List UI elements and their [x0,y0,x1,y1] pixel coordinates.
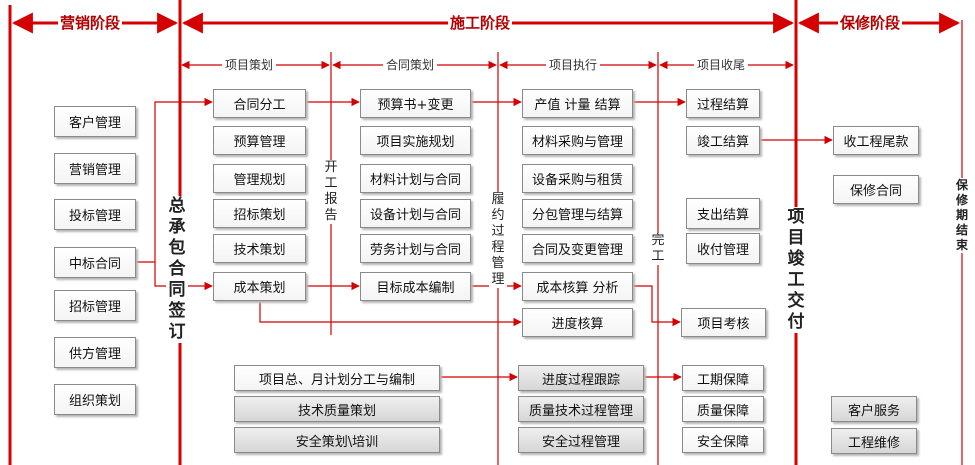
box-progress-accounting: 进度核算 [522,308,633,337]
box-payment-management: 收付管理 [686,233,760,264]
box-expense-settlement: 支出结算 [686,198,760,229]
phase-marketing-label: 营销阶段 [58,12,123,34]
box-material-procurement: 材料采购与管理 [522,126,633,155]
box-process-settlement: 过程结算 [686,89,760,118]
box-subcontract-management: 分包管理与结算 [522,199,633,228]
box-organization-planning: 组织策划 [54,384,136,415]
box-marketing-management: 营销管理 [54,153,136,184]
phase-warranty-label: 保修阶段 [838,12,903,34]
phase-construction-label: 施工阶段 [448,12,513,34]
box-safety-process: 安全过程管理 [518,427,644,453]
box-implementation-plan: 项目实施规划 [360,126,471,155]
box-safety-plan-training: 安全策划\培训 [234,427,440,453]
box-quality-guarantee: 质量保障 [682,396,764,422]
box-tender-management: 招标管理 [54,290,136,321]
box-tender-plan: 招标策划 [213,199,306,228]
box-cost-plan: 成本策划 [213,272,306,301]
box-quality-tech-process: 质量技术过程管理 [518,396,644,422]
box-schedule-planning: 项目总、月计划分工与编制 [234,365,440,391]
box-budget-management: 预算管理 [213,126,306,155]
box-contract-change: 合同及变更管理 [522,234,633,263]
subphase-contract-planning: 合同策划 [383,57,438,73]
subphase-project-execution: 项目执行 [546,57,601,73]
milestone-contract-sign: 总承包合同签订 [166,196,188,343]
box-progress-tracking: 进度过程跟踪 [518,365,644,391]
box-schedule-guarantee: 工期保障 [682,365,764,391]
box-project-assessment: 项目考核 [681,308,766,337]
box-completion-settlement: 竣工结算 [686,126,760,155]
box-safety-guarantee: 安全保障 [682,427,764,453]
box-management-plan: 管理规划 [213,164,306,193]
box-warranty-contract: 保修合同 [833,175,919,204]
box-budget-book-change: 预算书+变更 [360,89,471,118]
box-target-cost: 目标成本编制 [360,272,471,301]
box-tech-quality-plan: 技术质量策划 [234,396,440,422]
milestone-start-report: 开工报告 [322,160,340,224]
box-labor-plan-contract: 劳务计划与合同 [360,234,471,263]
box-winning-contract: 中标合同 [54,247,136,278]
box-customer-management: 客户管理 [54,106,136,137]
box-material-plan-contract: 材料计划与合同 [360,164,471,193]
box-project-maintenance: 工程维修 [831,428,917,454]
subphase-project-closing: 项目收尾 [694,57,749,73]
subphase-project-planning: 项目策划 [222,57,277,73]
box-equipment-plan-contract: 设备计划与合同 [360,199,471,228]
box-customer-service: 客户服务 [831,396,917,422]
box-output-measure-settle: 产值 计量 结算 [522,89,633,118]
box-cost-accounting: 成本核算 分析 [522,272,633,301]
box-technical-plan: 技术策划 [213,234,306,263]
box-collect-final-payment: 收工程尾款 [833,126,919,155]
milestone-delivery: 项目竣工交付 [785,207,807,333]
box-bidding-management: 投标管理 [54,199,136,230]
milestone-contract-process: 履约过程管理 [489,192,507,288]
milestone-warranty-end: 保修期结束 [955,178,969,253]
box-equipment-procurement: 设备采购与租赁 [522,164,633,193]
box-contract-division: 合同分工 [213,89,306,118]
milestone-completion: 完工 [649,233,667,265]
box-supplier-management: 供方管理 [54,337,136,368]
